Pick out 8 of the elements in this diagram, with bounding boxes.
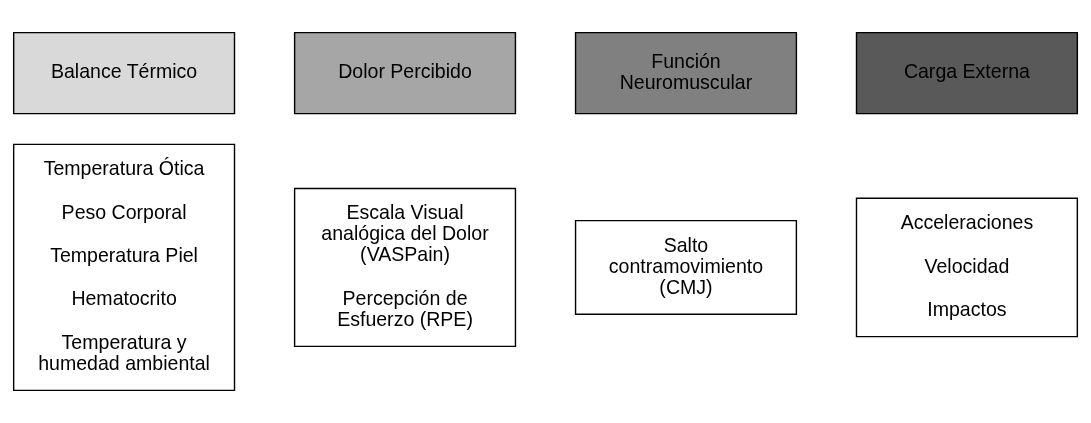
node-box: Balance Térmico [12,31,236,115]
node-box: Salto contramovimiento (CMJ) [574,219,798,315]
node-box: Función Neuromuscular [574,31,798,115]
node-box: Dolor Percibido [293,31,517,115]
node-box: Acceleraciones Velocidad Impactos [855,197,1079,338]
node-box: Escala Visual analógica del Dolor (VASPain) Percepción de Esfuerzo (RPE) [293,187,517,348]
node-box: Temperatura Ótica Peso Corporal Temperatura Piel Hematocrito Temperatura y humedad ambiental [12,143,236,392]
node-box: Carga Externa [855,31,1079,115]
